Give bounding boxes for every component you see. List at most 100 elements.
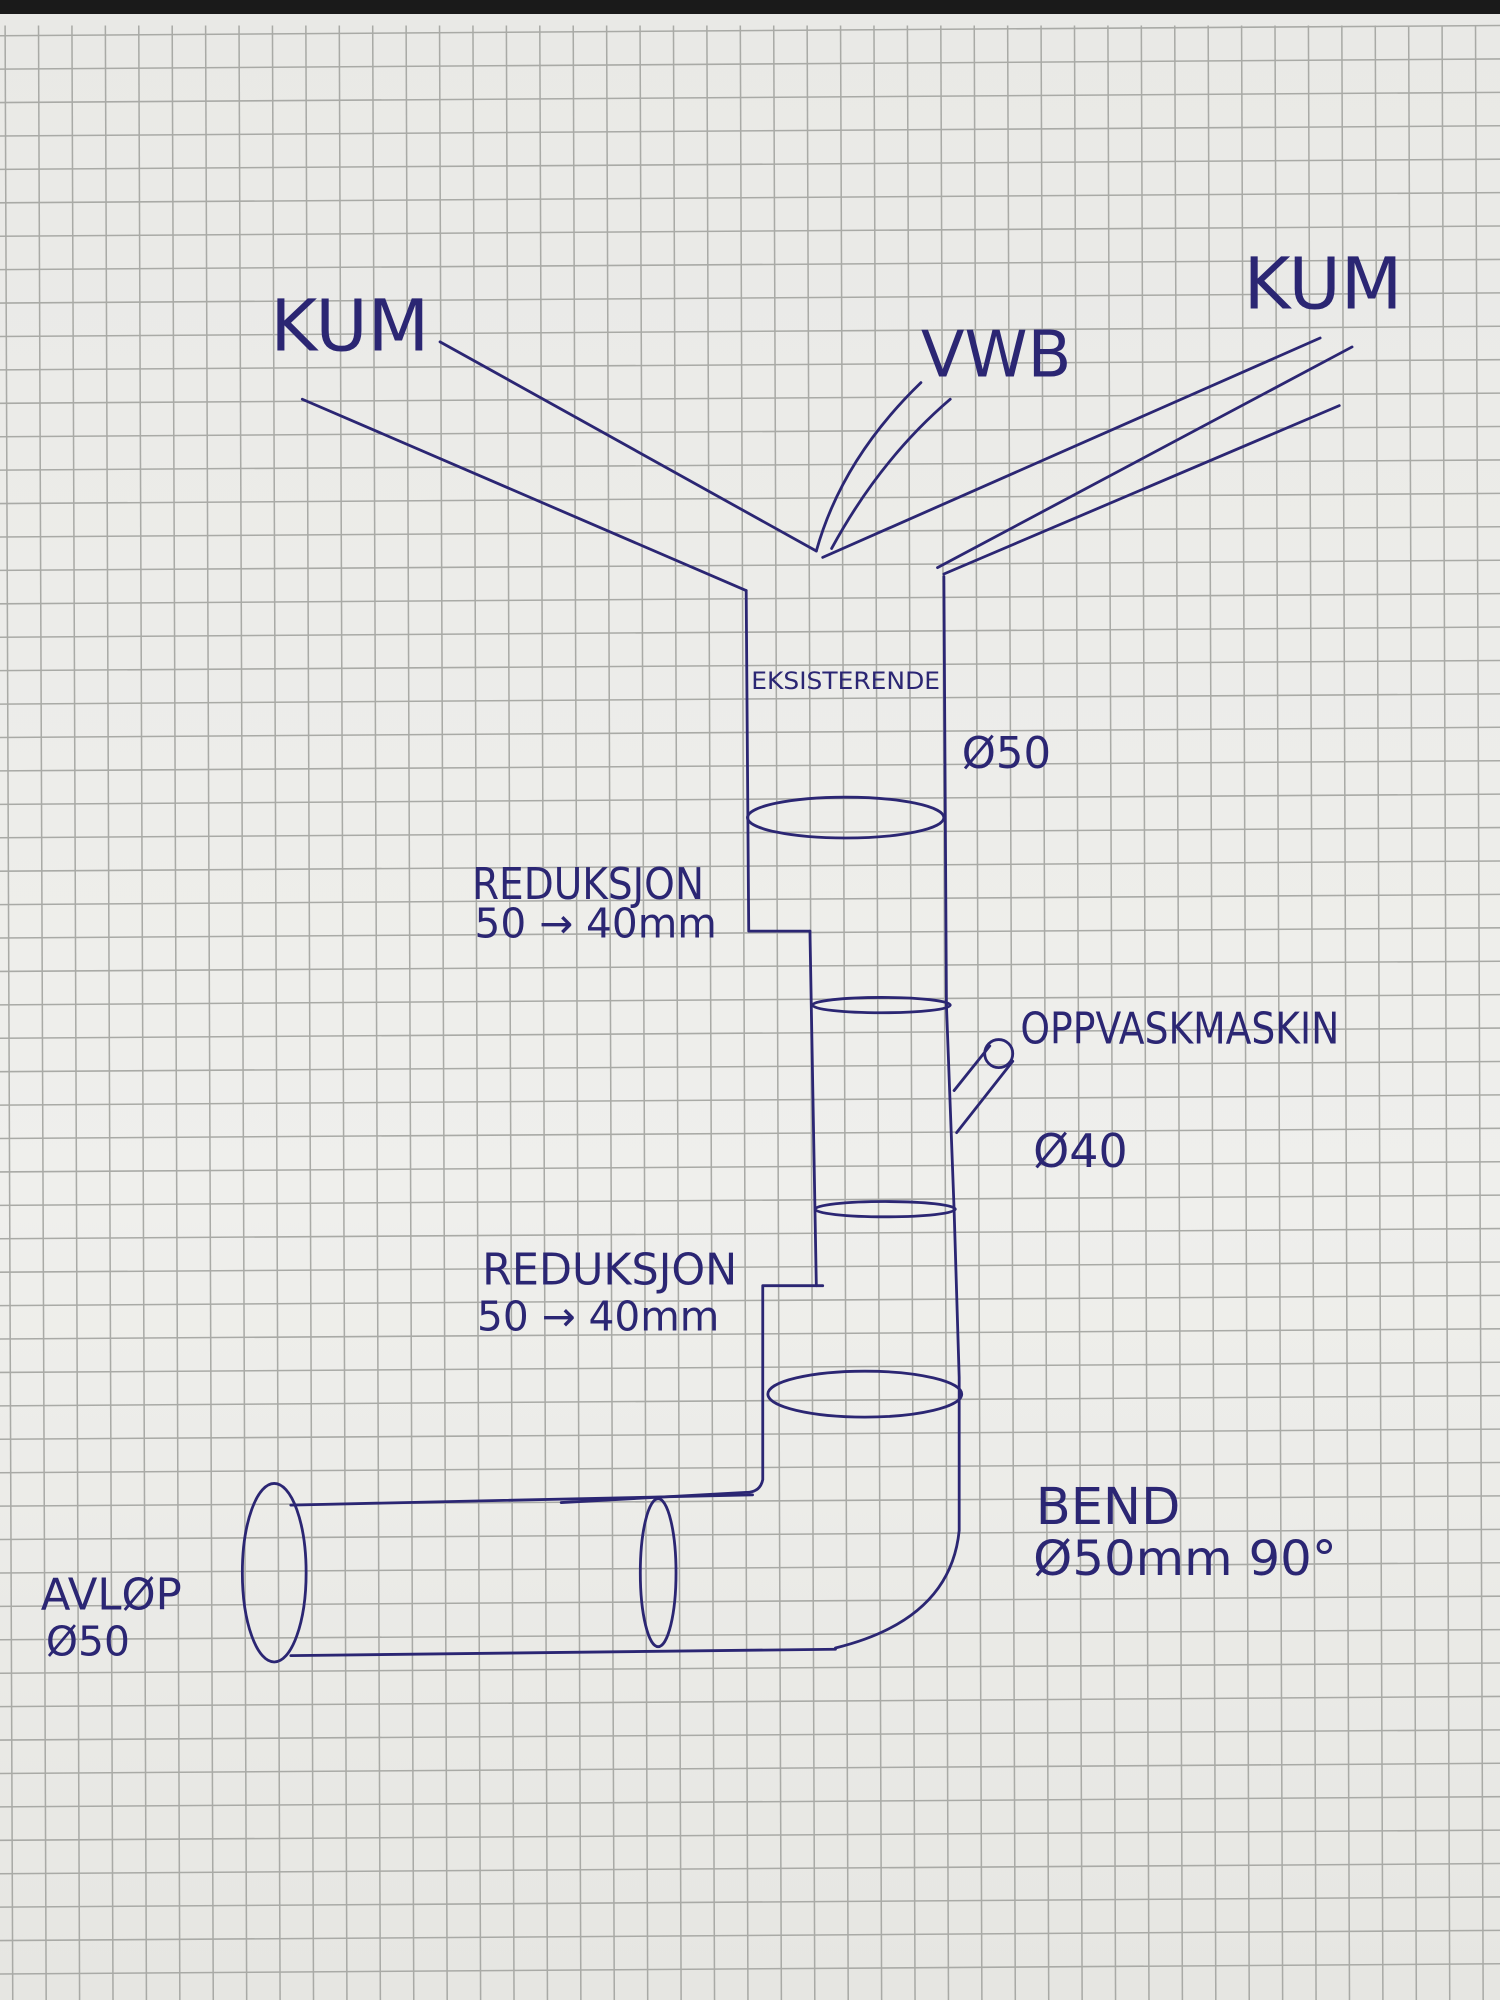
grid-line-vertical	[4, 25, 14, 2000]
grid-line-vertical	[1374, 25, 1384, 2000]
grid-line-vertical	[672, 25, 682, 2000]
label-existing: EKSISTERENDE	[751, 667, 940, 695]
grid-line-horizontal	[0, 492, 1500, 505]
grid-line-horizontal	[0, 325, 1500, 338]
vwb-pipe	[814, 381, 952, 553]
grid-line-horizontal	[0, 1027, 1500, 1040]
pipe-drawing	[240, 336, 1354, 1664]
grid-line-horizontal	[0, 993, 1500, 1006]
grid-line-vertical	[1240, 25, 1251, 2000]
label-kum-right: KUM	[1244, 243, 1403, 326]
grid-line-horizontal	[0, 1963, 1500, 1975]
grid-line-vertical	[973, 25, 983, 2000]
grid-line-horizontal	[0, 1428, 1500, 1441]
pipe-joint	[813, 1200, 957, 1219]
grid-line-horizontal	[0, 759, 1500, 772]
grid-line-horizontal	[0, 927, 1500, 939]
grid-line-horizontal	[0, 1662, 1500, 1674]
grid-line-vertical	[171, 25, 181, 2000]
grid-line-horizontal	[0, 258, 1500, 271]
grid-line-horizontal	[0, 1227, 1500, 1240]
grid-line-vertical	[1040, 25, 1050, 2000]
grid-line-horizontal	[0, 726, 1500, 739]
grid-line-horizontal	[0, 125, 1500, 137]
drain-opening	[240, 1482, 308, 1664]
grid-line-horizontal	[0, 1595, 1500, 1608]
grid-line-horizontal	[0, 1094, 1500, 1106]
grid-line-horizontal	[0, 626, 1500, 639]
grid-line-vertical	[104, 25, 114, 2000]
grid-line-horizontal	[0, 1929, 1500, 1942]
dishwasher-branch-end	[983, 1038, 1015, 1070]
grid-line-horizontal	[0, 1628, 1500, 1641]
grid-line-horizontal	[0, 1160, 1500, 1173]
label-vwb: VWB	[921, 318, 1071, 392]
grid-line-horizontal	[0, 1394, 1500, 1407]
grid-line-horizontal	[0, 1528, 1500, 1541]
reduction-pipe-40	[808, 929, 956, 1288]
label-kum-left: KUM	[270, 285, 429, 368]
grid-line-vertical	[1474, 25, 1484, 2000]
grid-line-vertical	[1107, 25, 1117, 2000]
grid-line-horizontal	[0, 24, 1500, 37]
grid-line-horizontal	[0, 91, 1500, 104]
grid-line-vertical	[472, 25, 482, 2000]
grid-line-horizontal	[0, 1896, 1500, 1908]
grid-line-horizontal	[0, 459, 1500, 471]
grid-line-horizontal	[0, 425, 1500, 438]
grid-line-vertical	[1341, 25, 1351, 2000]
grid-line-horizontal	[0, 693, 1500, 705]
pipe-joint	[766, 1369, 964, 1419]
label-reduction-2-spec: 50 → 40mm	[477, 1292, 719, 1340]
grid-line-vertical	[37, 25, 47, 2000]
grid-line-horizontal	[0, 1328, 1500, 1340]
grid-line-horizontal	[0, 191, 1500, 204]
grid-line-horizontal	[0, 1762, 1500, 1775]
grid-line-horizontal	[0, 292, 1500, 304]
grid-line-vertical	[1441, 25, 1451, 2000]
grid-line-horizontal	[0, 1194, 1500, 1207]
annotations: KUM KUM VWB EKSISTERENDE Ø50 REDUKSJON 5…	[41, 243, 1403, 1666]
grid-line-horizontal	[0, 559, 1500, 572]
label-drain-spec: Ø50	[46, 1618, 130, 1666]
grid-line-vertical	[1307, 25, 1317, 2000]
grid-line-horizontal	[0, 392, 1500, 405]
grid-line-vertical	[639, 25, 649, 2000]
grid-line-vertical	[1073, 25, 1083, 2000]
pipe-joint	[811, 996, 952, 1015]
label-bend: BEND	[1036, 1478, 1181, 1537]
grid-line-horizontal	[0, 960, 1500, 973]
grid-line-vertical	[1173, 25, 1184, 2000]
grid-line-vertical	[1006, 25, 1017, 2000]
grid-line-horizontal	[0, 1695, 1500, 1708]
grid-line-horizontal	[0, 1261, 1500, 1273]
dishwasher-branch	[952, 1044, 1015, 1135]
grid-line-vertical	[940, 25, 950, 2000]
grid-line-horizontal	[0, 526, 1500, 538]
grid-line-vertical	[204, 25, 215, 2000]
grid-line-horizontal	[0, 1561, 1500, 1574]
grid-line-horizontal	[0, 1060, 1500, 1073]
grid-line-vertical	[1274, 25, 1284, 2000]
grid-line-vertical	[605, 25, 616, 2000]
grid-line-vertical	[739, 25, 749, 2000]
grid-line-vertical	[1207, 25, 1217, 2000]
label-reduction-1-spec: 50 → 40mm	[474, 900, 716, 948]
grid-line-horizontal	[0, 1862, 1500, 1875]
grid-line-horizontal	[0, 225, 1500, 237]
grid-line-horizontal	[0, 1795, 1500, 1808]
grid-line-vertical	[572, 25, 582, 2000]
grid-line-horizontal	[0, 1495, 1500, 1507]
kum-left-pipe	[300, 340, 818, 592]
pipe-joint	[638, 1497, 678, 1649]
grid-line-vertical	[1140, 25, 1150, 2000]
grid-line-vertical	[772, 25, 783, 2000]
grid-line-vertical	[238, 25, 248, 2000]
grid-line-horizontal	[0, 659, 1500, 672]
grid-line-horizontal	[0, 793, 1500, 806]
grid-line-vertical	[138, 25, 148, 2000]
grid-line-horizontal	[0, 58, 1500, 70]
grid-line-horizontal	[0, 860, 1500, 872]
grid-line-horizontal	[0, 1361, 1500, 1374]
